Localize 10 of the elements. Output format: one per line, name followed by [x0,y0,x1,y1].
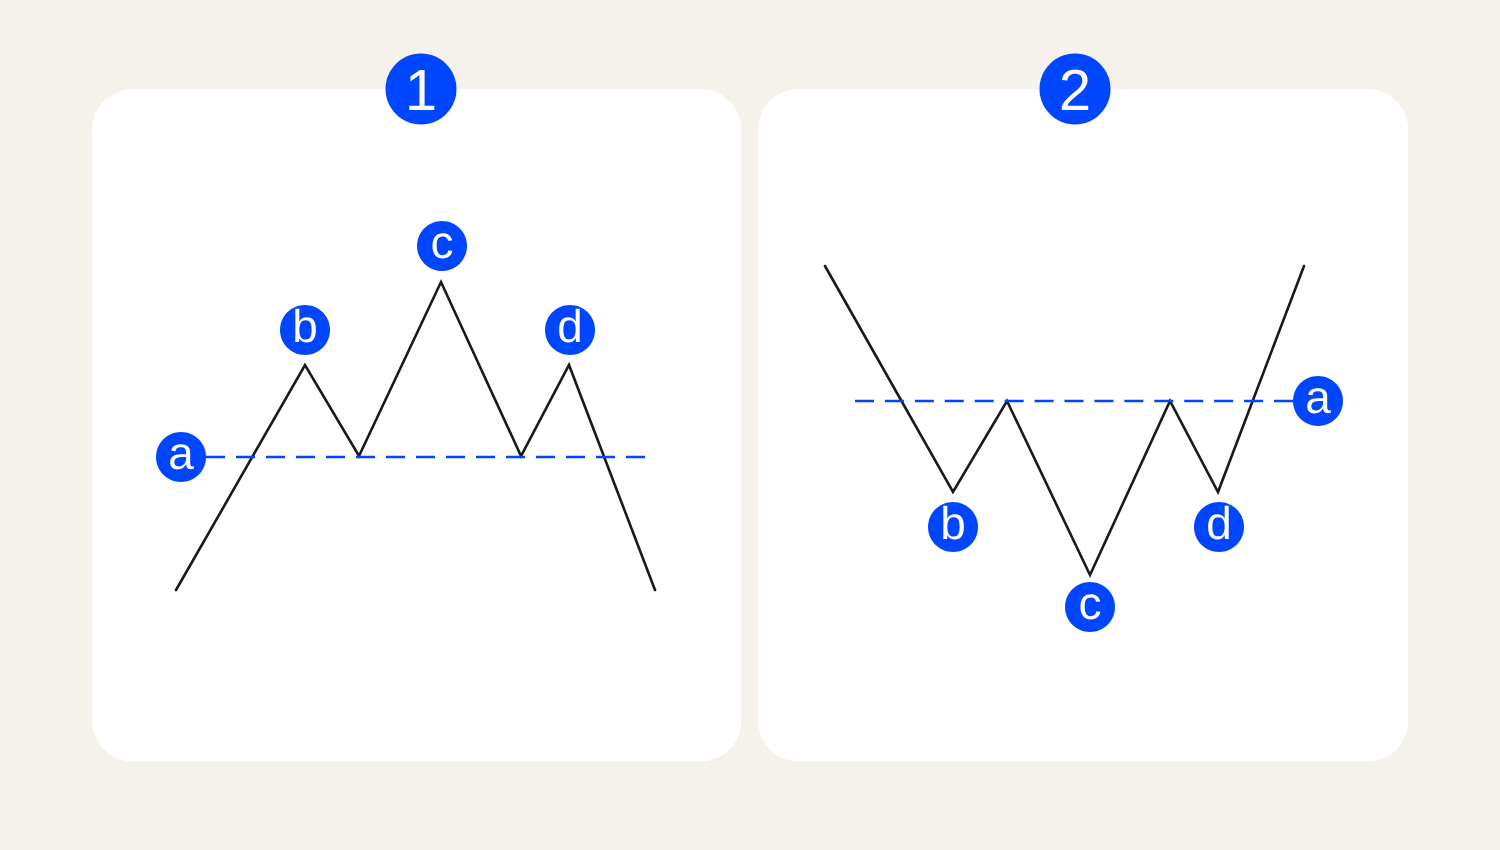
letter-badge: c [1065,582,1115,632]
letter-badge: d [545,305,595,355]
letter-badge: c [417,221,467,271]
letter-badge: b [928,502,978,552]
letter-badge: d [1194,502,1244,552]
number-badge: 1 [385,53,457,125]
letter-badge: a [156,432,206,482]
letter-badge: b [280,305,330,355]
number-badge: 2 [1039,53,1111,125]
letter-badge: a [1293,376,1343,426]
